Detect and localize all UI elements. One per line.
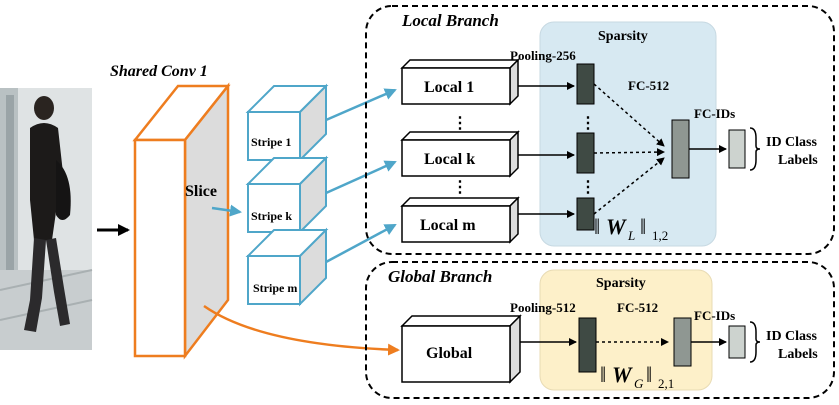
global-box [400, 314, 522, 384]
local-pool-feature-1 [576, 63, 595, 105]
stripe-m [245, 227, 329, 307]
global-norm-symbol: W [612, 362, 633, 387]
global-label: Global [426, 345, 473, 362]
global-norm-formula: ‖ W G ‖ 2,1 [600, 362, 674, 391]
local-1-label: Local 1 [424, 79, 474, 96]
stripe-1 [245, 83, 329, 163]
svg-text:‖: ‖ [640, 214, 646, 239]
global-brace [749, 321, 761, 363]
local-fc-ids-label: FC-IDs [694, 106, 735, 121]
stripe-k-arrow [325, 160, 397, 195]
stripe-1-label: Stripe 1 [251, 135, 291, 149]
global-fc-ids-box [728, 325, 746, 359]
pool-ellipsis-1: ⋮ [580, 115, 596, 132]
input-person-image [0, 88, 93, 350]
svg-text:‖: ‖ [646, 362, 652, 387]
local-m-box [400, 196, 520, 244]
shared-conv-block [132, 82, 231, 360]
pool-ellipsis-2: ⋮ [580, 179, 596, 196]
global-fc-512-box [673, 317, 692, 367]
local-branch-panel [365, 5, 835, 255]
local-pool-feature-k [576, 132, 595, 174]
local-brace [749, 127, 761, 171]
local-fc-ids-box [728, 129, 746, 169]
global-branch-title: Global Branch [388, 267, 492, 286]
global-norm-sub: G [634, 376, 644, 391]
local-dash-arrow-m [593, 157, 665, 215]
svg-text:‖: ‖ [594, 214, 600, 239]
local-fc-512-box [671, 119, 690, 179]
local-k-label: Local k [424, 151, 475, 168]
stripe-1-arrow [325, 88, 397, 122]
local-ellipsis-2: ⋮ [452, 179, 468, 196]
global-arrow [203, 304, 400, 356]
slice-arrow [211, 204, 242, 217]
slice-label: Slice [185, 183, 217, 200]
local-norm-index: 1,2 [652, 228, 668, 243]
local-fc-label: FC-512 [628, 78, 669, 93]
shared-conv-title: Shared Conv 1 [110, 63, 208, 80]
global-fc-label: FC-512 [617, 300, 658, 315]
global-sparsity-label: Sparsity [596, 276, 646, 291]
local-branch-title: Local Branch [401, 11, 499, 30]
global-output-line2: Labels [778, 347, 818, 362]
local-ellipsis-1: ⋮ [452, 115, 468, 132]
stripe-k [245, 155, 329, 235]
local-norm-formula: ‖ W L ‖ 1,2 [594, 214, 668, 243]
local-pooling-label: Pooling-256 [510, 48, 576, 63]
global-fc-ids-label: FC-IDs [694, 308, 735, 323]
local-m-label: Local m [420, 217, 476, 234]
global-pool-feature [578, 317, 597, 373]
global-pooling-label: Pooling-512 [510, 300, 576, 315]
local-norm-sub: L [627, 228, 635, 243]
stripe-m-arrow [325, 223, 397, 264]
svg-text:‖: ‖ [600, 362, 606, 387]
local-output-line1: ID Class [766, 135, 818, 150]
local-pool-feature-m [576, 197, 595, 231]
local-1-box [400, 58, 520, 106]
global-output-line1: ID Class [766, 329, 818, 344]
global-norm-index: 2,1 [658, 376, 674, 391]
stripe-m-label: Stripe m [253, 281, 297, 295]
local-norm-symbol: W [606, 214, 627, 239]
stripe-k-label: Stripe k [251, 209, 292, 223]
local-output-line2: Labels [778, 153, 818, 168]
local-k-box [400, 130, 520, 178]
local-sparsity-label: Sparsity [598, 29, 648, 44]
